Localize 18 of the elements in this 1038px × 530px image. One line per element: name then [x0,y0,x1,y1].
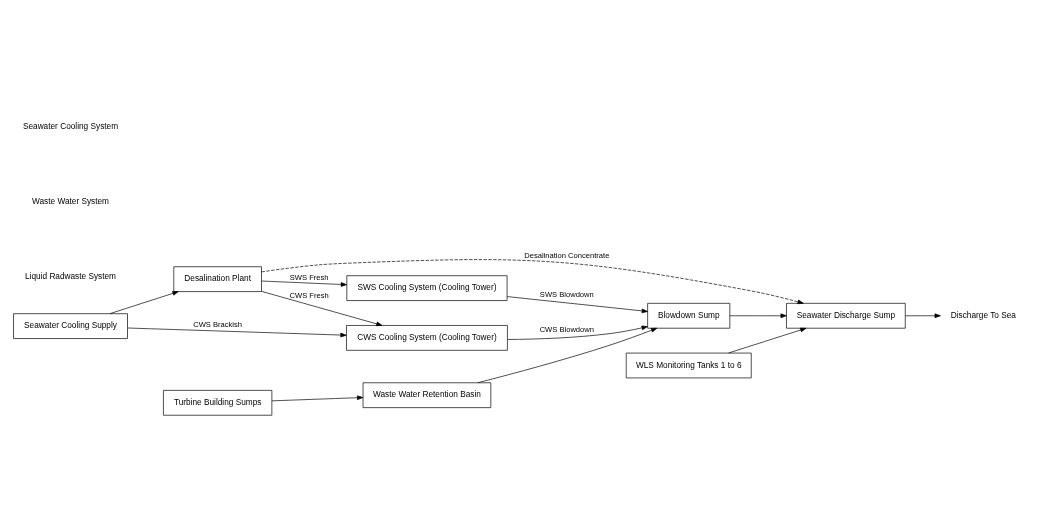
arrow [477,327,657,384]
edge-label: CWS Blowdown [539,324,594,334]
arrow [260,291,382,327]
arrow [260,259,804,305]
arrow [729,313,787,319]
edge-label: SWS Fresh [289,273,329,283]
arrow [109,291,179,314]
arrow [904,313,941,319]
edge-label: SWS Blowdown [539,289,594,299]
edge-label: Desalination Concentrate [523,251,609,261]
arrow [260,280,347,287]
edge-label: CWS Brackish [192,320,242,330]
arrow [126,327,347,338]
arrow [727,327,806,354]
edge-label: CWS Fresh [289,290,329,300]
arrow [506,296,648,314]
arrow [506,325,648,340]
arrow [271,395,363,402]
